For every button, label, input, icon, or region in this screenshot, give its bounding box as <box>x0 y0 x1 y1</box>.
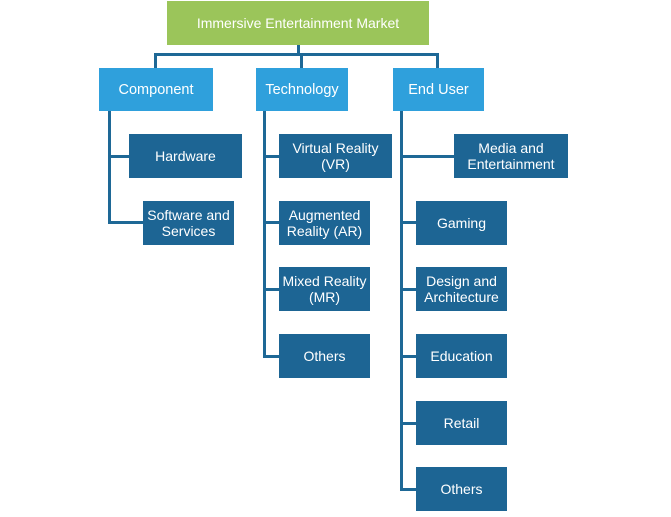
leaf-retail: Retail <box>416 401 507 445</box>
technology-branch-mr <box>263 288 280 291</box>
end-user-branch-retail <box>400 422 417 425</box>
end-user-branch-others <box>400 488 417 491</box>
end-user-spine <box>400 111 403 491</box>
connector-to-technology <box>300 53 303 68</box>
leaf-design-and-architecture: Design and Architecture <box>416 267 507 311</box>
root-node: Immersive Entertainment Market <box>167 1 429 45</box>
leaf-mixed-reality: Mixed Reality (MR) <box>279 267 370 311</box>
connector-root-down <box>297 45 300 55</box>
leaf-education: Education <box>416 334 507 378</box>
leaf-technology-others: Others <box>279 334 370 378</box>
connector-category-bus <box>154 53 439 56</box>
leaf-augmented-reality: Augmented Reality (AR) <box>279 201 370 245</box>
category-technology: Technology <box>256 68 348 111</box>
connector-to-end-user <box>436 53 439 68</box>
technology-branch-others <box>263 355 280 358</box>
technology-branch-vr <box>263 155 280 158</box>
technology-branch-ar <box>263 221 280 224</box>
end-user-branch-design <box>400 288 417 291</box>
component-spine <box>108 111 111 223</box>
component-branch-software <box>108 221 144 224</box>
leaf-gaming: Gaming <box>416 201 507 245</box>
leaf-end-user-others: Others <box>416 467 507 511</box>
end-user-branch-media <box>400 155 455 158</box>
connector-to-component <box>154 53 157 68</box>
leaf-virtual-reality: Virtual Reality (VR) <box>279 134 392 178</box>
leaf-hardware: Hardware <box>129 134 242 178</box>
end-user-branch-gaming <box>400 221 417 224</box>
category-component: Component <box>99 68 213 111</box>
leaf-media-and-entertainment: Media and Entertainment <box>454 134 568 178</box>
leaf-software-and-services: Software and Services <box>143 201 234 245</box>
category-end-user: End User <box>393 68 484 111</box>
technology-spine <box>263 111 266 357</box>
component-branch-hardware <box>108 155 130 158</box>
end-user-branch-education <box>400 355 417 358</box>
